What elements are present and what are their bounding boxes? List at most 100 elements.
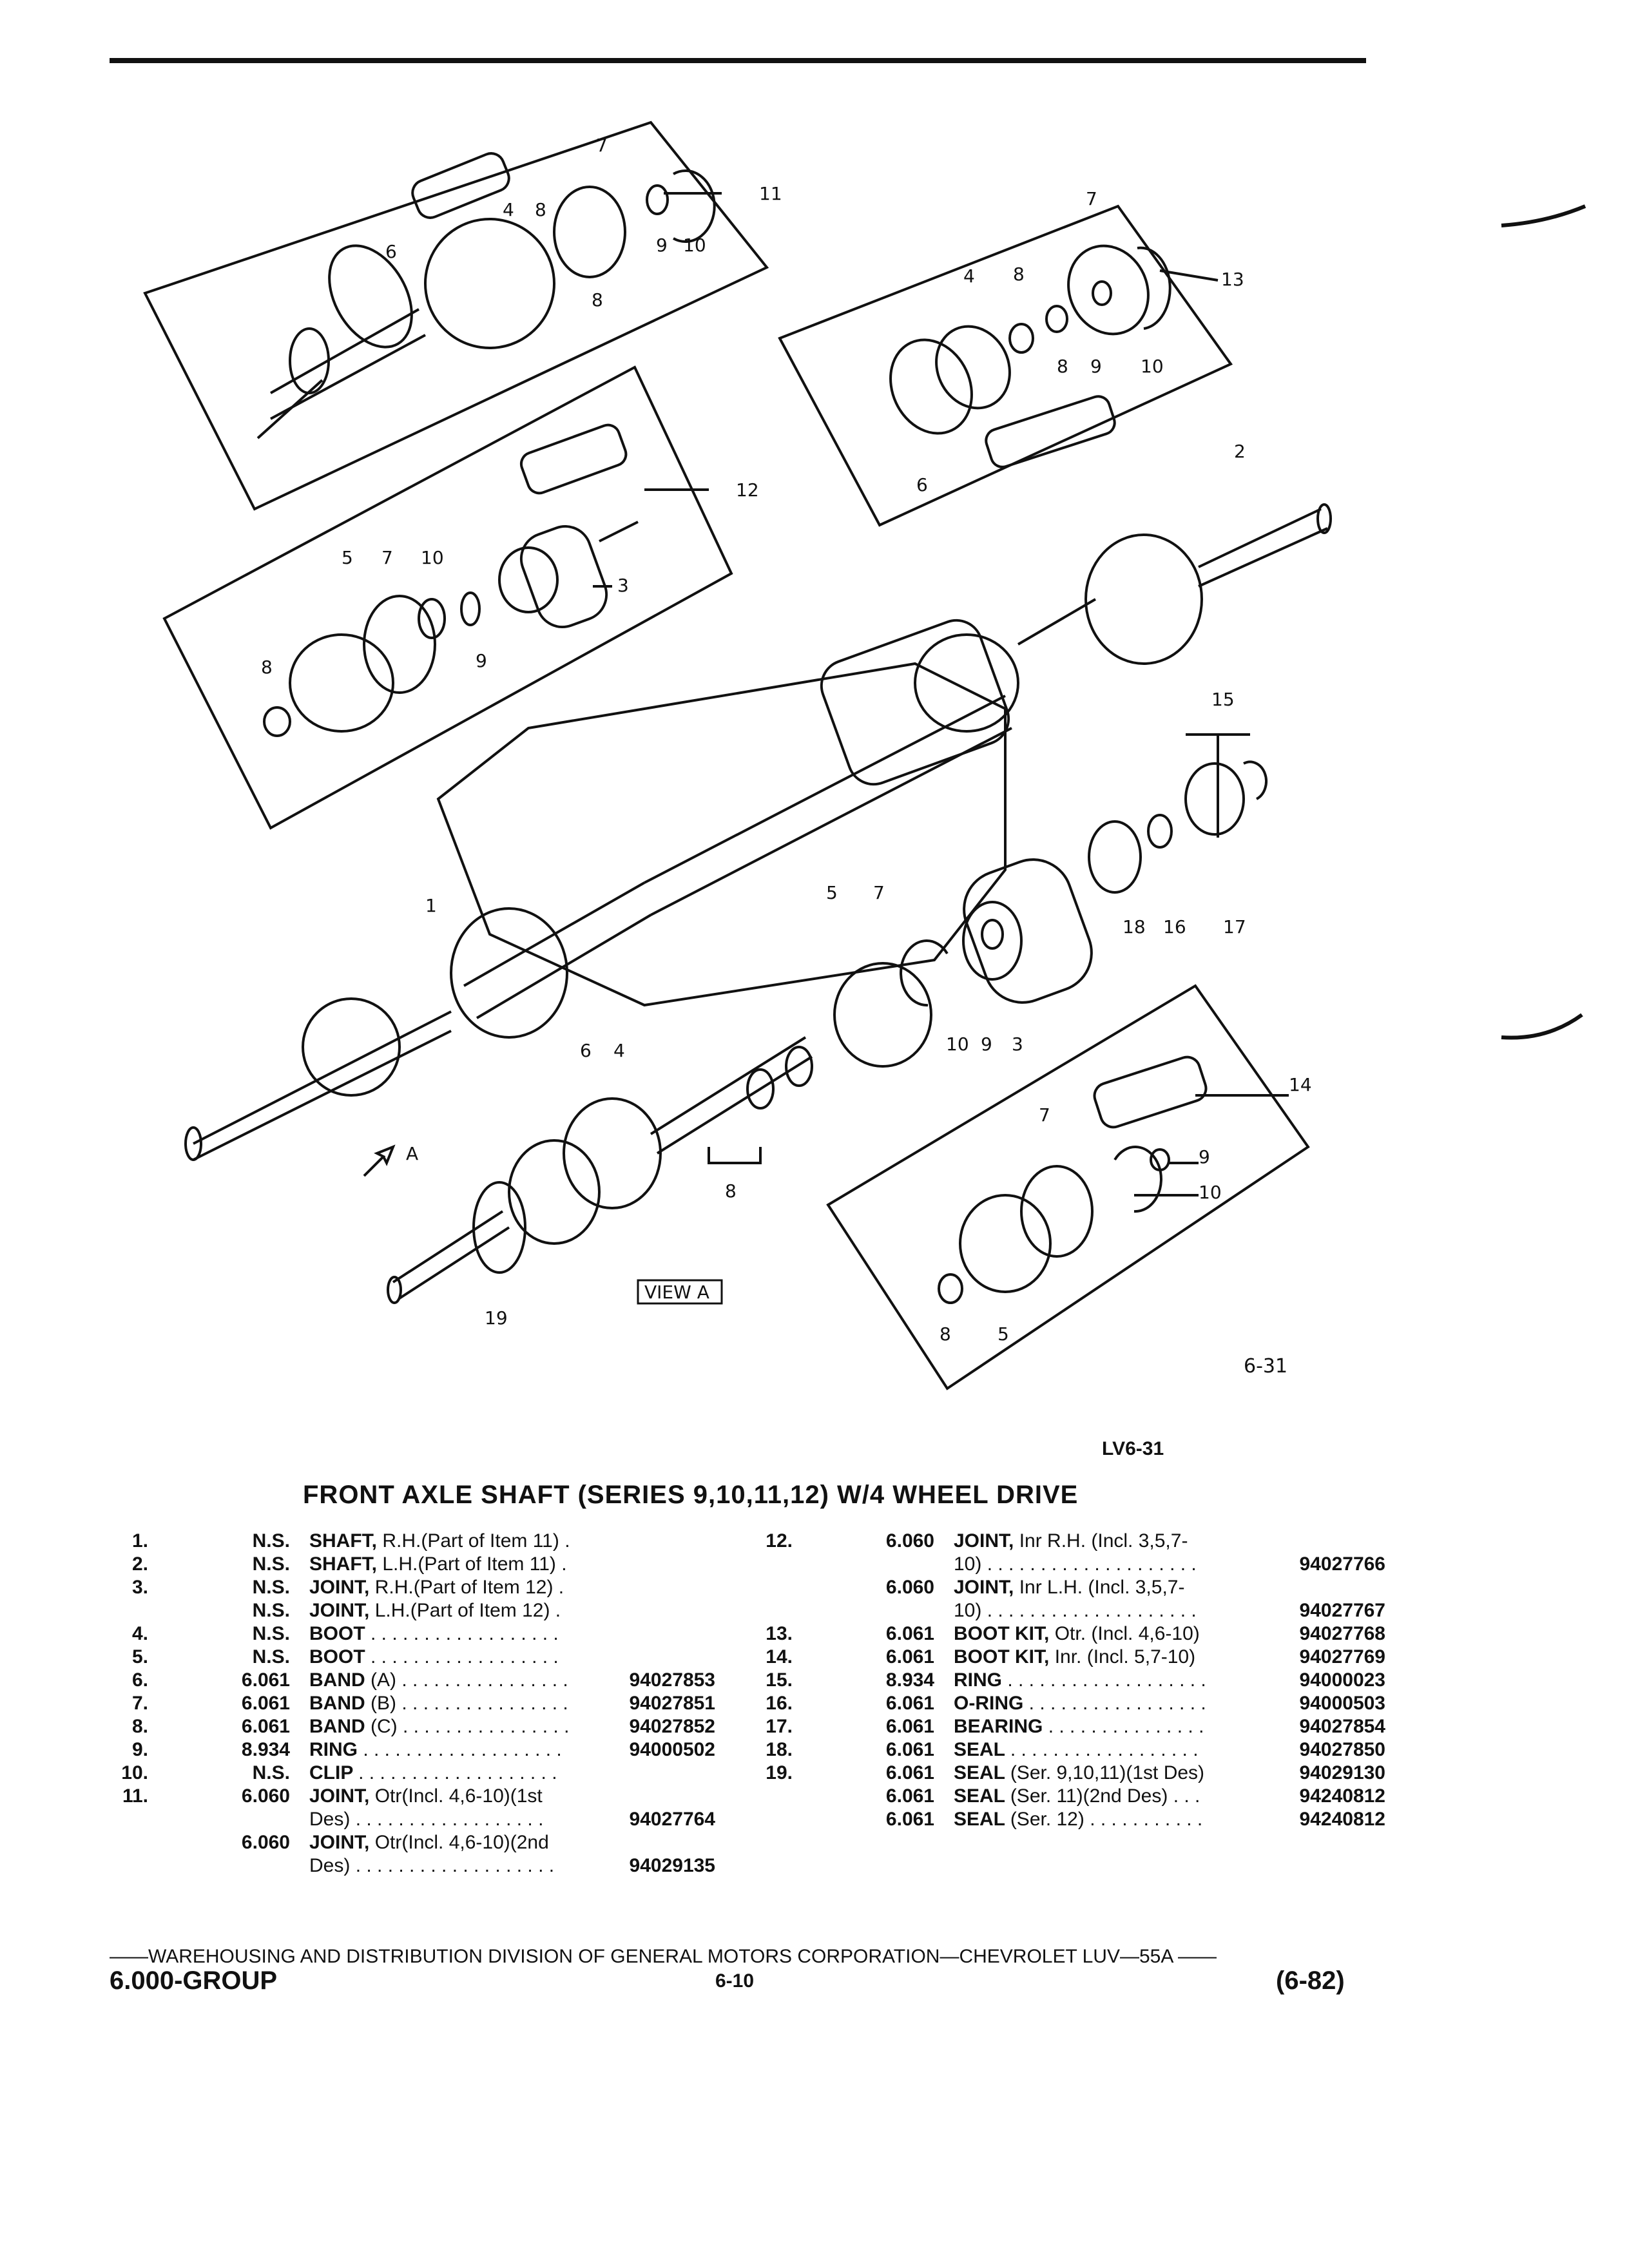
- item-name: SHAFT,: [309, 1553, 377, 1575]
- leader-dots: . . . . . . . . . . .: [1090, 1809, 1203, 1830]
- callout-10: 10: [1199, 1182, 1222, 1203]
- callout-1: 1: [425, 895, 437, 916]
- binder-marks: [1501, 204, 1586, 1040]
- item-number: 3.: [131, 1577, 148, 1598]
- leader-dots: . . . . . . . . . . . . . . . . . . .: [358, 1762, 557, 1783]
- item-name: BOOT KIT,: [954, 1646, 1050, 1667]
- inset-outer-joint-upper: [143, 120, 769, 511]
- figure-id: LV6-31: [1102, 1438, 1164, 1459]
- item-description: 10) . . . . . . . . . . . . . . . . . . …: [954, 1553, 1197, 1576]
- callout-5: 5: [826, 882, 838, 903]
- part-number: 94000023: [1299, 1669, 1385, 1691]
- part-number: 94027768: [1299, 1623, 1385, 1644]
- part-number: 94240812: [1299, 1785, 1385, 1807]
- item-detail: L.H.(Part of Item 11) .: [382, 1553, 567, 1575]
- callout-numbers: 7 4 8 6 8 9 10 11 7 4 8 8 9 10 13 6 2 12…: [261, 135, 1312, 1378]
- item-description: RING . . . . . . . . . . . . . . . . . .…: [954, 1669, 1206, 1692]
- leader-dots: . . . . . . . . . . . . . . . . . . .: [355, 1855, 555, 1876]
- item-detail: (A): [371, 1669, 397, 1691]
- leader-dots: . . . . . . . . . . . . . . . . . . . .: [987, 1600, 1197, 1621]
- item-number: 11.: [122, 1785, 148, 1807]
- item-description: Des) . . . . . . . . . . . . . . . . . .…: [309, 1854, 554, 1878]
- item-name: BOOT KIT,: [954, 1623, 1050, 1644]
- parts-row: N.S.JOINT, L.H.(Part of Item 12) .: [97, 1599, 715, 1622]
- callout-6: 6: [580, 1040, 592, 1061]
- leader-dots: . . . . . . . . . . . . . . . .: [401, 1669, 568, 1691]
- item-detail: Otr(Incl. 4,6-10)(1st: [374, 1785, 543, 1807]
- group-number: 6.061: [241, 1693, 290, 1714]
- parts-list-left: 1.N.S.SHAFT, R.H.(Part of Item 11) .2.N.…: [97, 1530, 715, 1878]
- part-number: 94027854: [1299, 1716, 1385, 1737]
- item-description: O-RING . . . . . . . . . . . . . . . . .: [954, 1692, 1206, 1715]
- callout-8: 8: [725, 1180, 737, 1202]
- group-number: 6.061: [885, 1623, 934, 1644]
- view-arrow-label: A: [406, 1143, 418, 1164]
- callout-14: 14: [1289, 1074, 1312, 1095]
- callout-8: 8: [1013, 264, 1025, 285]
- callout-9: 9: [981, 1033, 992, 1055]
- part-number: 94027764: [629, 1809, 715, 1830]
- item-number: 4.: [131, 1623, 148, 1644]
- item-number: 6.: [131, 1669, 148, 1691]
- parts-row: 6. 6.061 BAND (A) . . . . . . . . . . . . …: [97, 1669, 715, 1692]
- inset-inner-boot-kit: [826, 984, 1310, 1390]
- item-name: BOOT: [309, 1623, 365, 1644]
- exploded-parts-diagram: 7 4 8 6 8 9 10 11 7 4 8 8 9 10 13 6 2 12…: [143, 120, 1586, 1390]
- item-detail: Otr. (Incl. 4,6-10): [1054, 1623, 1200, 1644]
- leader-dots: . . . . . . . . . . . . . . . . . . .: [363, 1739, 562, 1760]
- item-detail: Des): [309, 1855, 351, 1876]
- callout-5: 5: [998, 1323, 1009, 1345]
- item-description: JOINT, Otr(Incl. 4,6-10)(1st: [309, 1785, 543, 1808]
- item-description: JOINT, Otr(Incl. 4,6-10)(2nd: [309, 1831, 549, 1854]
- item-description: BAND (A) . . . . . . . . . . . . . . . .: [309, 1669, 568, 1692]
- group-number: 6.061: [885, 1716, 934, 1737]
- item-detail: Inr L.H. (Incl. 3,5,7-: [1019, 1577, 1185, 1598]
- group-number: N.S.: [252, 1600, 290, 1621]
- page-number: 6-10: [715, 1970, 755, 1992]
- item-description: BOOT . . . . . . . . . . . . . . . . . .: [309, 1622, 559, 1646]
- item-name: JOINT,: [954, 1530, 1014, 1552]
- callout-5: 5: [342, 547, 353, 568]
- parts-row: Des) . . . . . . . . . . . . . . . . . .…: [97, 1854, 715, 1878]
- parts-row: 3. N.S. JOINT, R.H.(Part of Item 12) .: [97, 1576, 715, 1599]
- item-description: SEAL (Ser. 12) . . . . . . . . . . .: [954, 1808, 1202, 1831]
- inset-inner-joint: [162, 365, 733, 830]
- group-number: 6.061: [241, 1669, 290, 1691]
- group-number: 8.934: [885, 1669, 934, 1691]
- item-description: 10) . . . . . . . . . . . . . . . . . . …: [954, 1599, 1197, 1622]
- group-number: N.S.: [252, 1577, 290, 1598]
- callout-10: 10: [421, 547, 444, 568]
- callout-4: 4: [503, 199, 514, 220]
- callout-3: 3: [617, 575, 629, 596]
- group-number: 6.061: [885, 1693, 934, 1714]
- part-number: 94027767: [1299, 1600, 1385, 1621]
- item-description: BOOT KIT, Otr. (Incl. 4,6-10): [954, 1622, 1200, 1646]
- item-detail: R.H.(Part of Item 12) .: [374, 1577, 564, 1598]
- item-description: BOOT . . . . . . . . . . . . . . . . . .: [309, 1646, 559, 1669]
- item-description: JOINT, R.H.(Part of Item 12) .: [309, 1576, 564, 1599]
- group-number: N.S.: [252, 1623, 290, 1644]
- item-name: BAND: [309, 1669, 365, 1691]
- callout-6: 6: [385, 241, 397, 262]
- item-detail: (Ser. 11)(2nd Des): [1010, 1785, 1168, 1807]
- item-description: CLIP . . . . . . . . . . . . . . . . . .…: [309, 1762, 557, 1785]
- item-name: JOINT,: [309, 1785, 370, 1807]
- item-detail: (Ser. 12): [1010, 1809, 1084, 1830]
- item-name: SEAL: [954, 1785, 1005, 1807]
- item-detail: Otr(Incl. 4,6-10)(2nd: [374, 1832, 549, 1853]
- group-number: 6.061: [885, 1785, 934, 1807]
- callout-7: 7: [381, 547, 393, 568]
- group-number: 8.934: [241, 1739, 290, 1760]
- callout-9: 9: [476, 650, 487, 671]
- item-detail: Inr. (Incl. 5,7-10): [1054, 1646, 1196, 1667]
- part-number: 94027851: [629, 1693, 715, 1714]
- item-number: 18.: [766, 1739, 793, 1760]
- group-number: 6.060: [885, 1530, 934, 1552]
- parts-row: 4. N.S. BOOT . . . . . . . . . . . . . . .…: [97, 1622, 715, 1646]
